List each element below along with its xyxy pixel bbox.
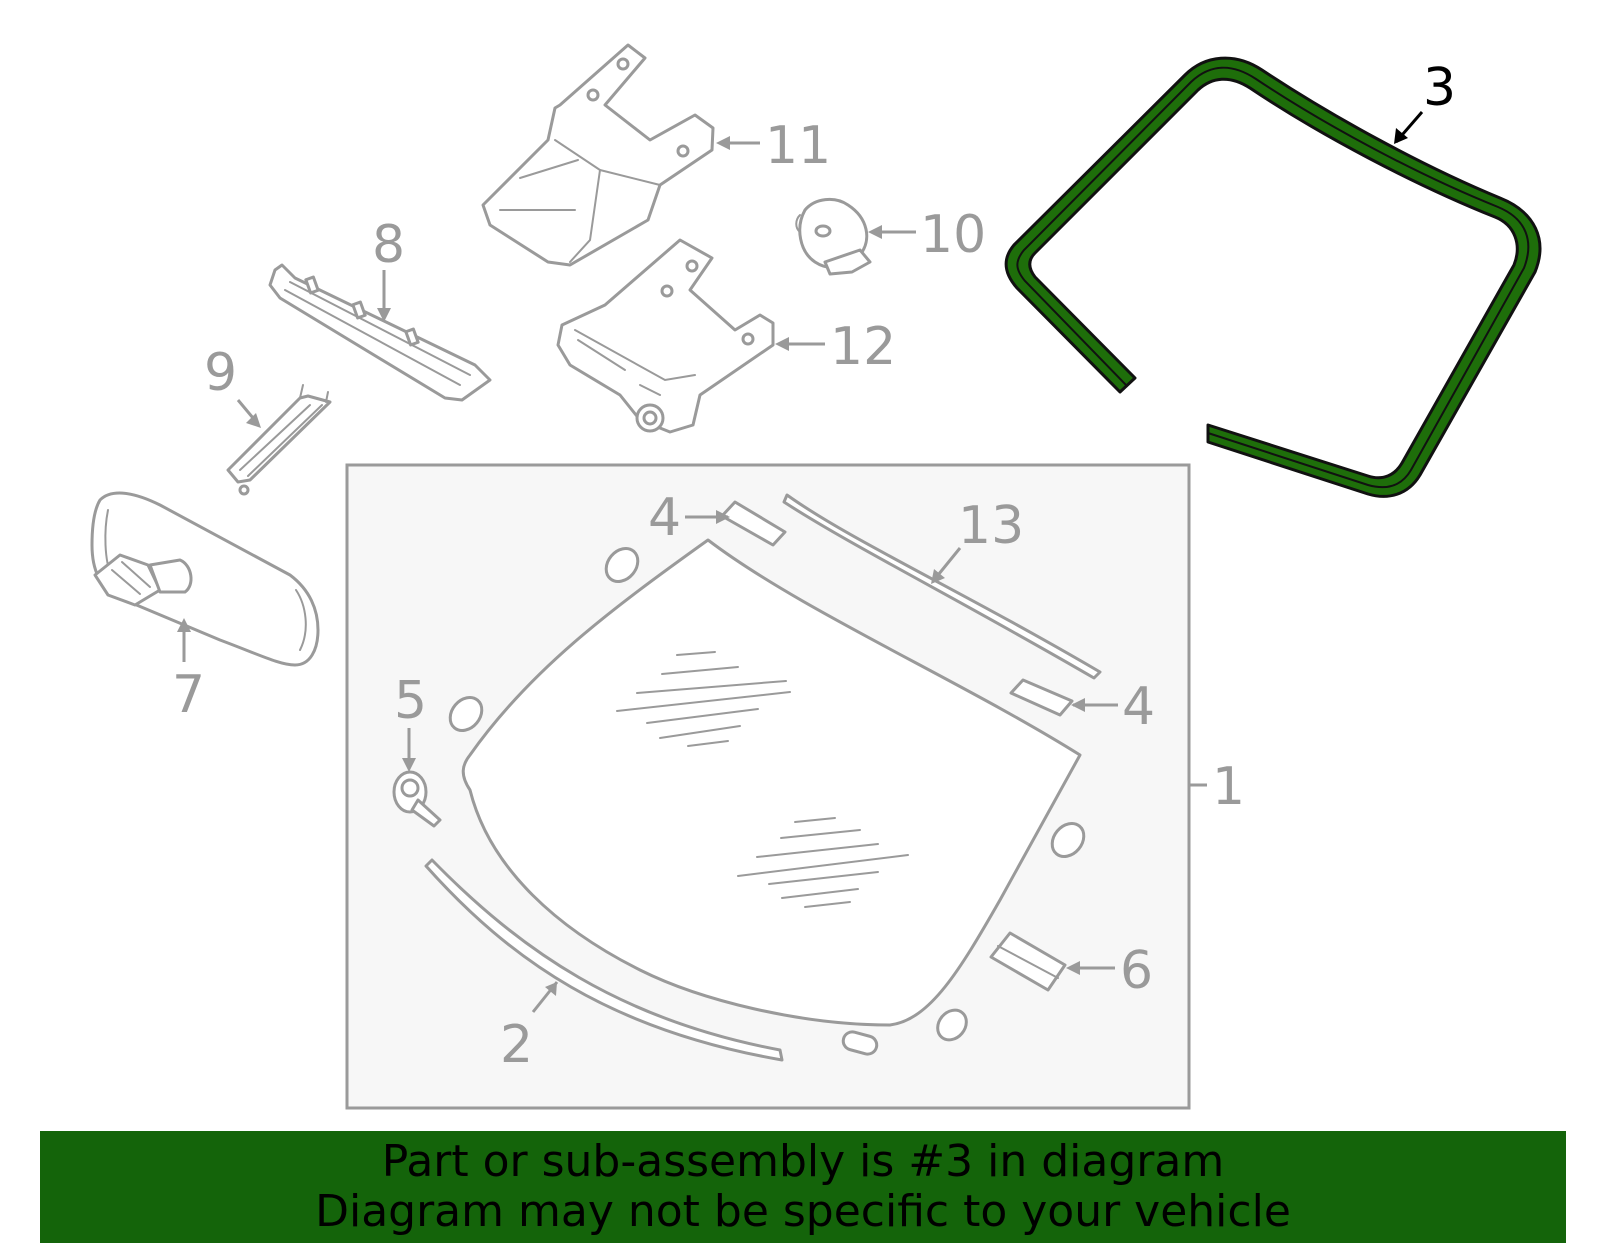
part-4-pad-right [1009,678,1074,717]
callout-4a-label: 4 [648,488,681,548]
callout-2-label: 2 [500,1015,533,1075]
part-5-clip [392,770,442,828]
callout-7-label: 7 [172,665,205,725]
part-13-molding [782,493,1102,680]
callout-5-label: 5 [394,671,427,731]
callout-11: 11 [716,116,831,176]
callout-12: 12 [775,317,896,377]
glass-shading [616,651,909,908]
callout-2: 2 [500,981,559,1075]
part-2-molding [424,858,784,1062]
part-12-camera-bracket [556,238,775,434]
callout-9: 9 [204,343,261,428]
banner-line-2: Diagram may not be specific to your vehi… [315,1186,1291,1237]
callout-10-label: 10 [920,205,986,265]
callout-5: 5 [394,671,427,772]
callout-13: 13 [931,496,1024,584]
callout-4b-label: 4 [1122,677,1155,737]
callout-13-label: 13 [958,496,1024,556]
callout-10: 10 [868,205,986,265]
callout-1-label: 1 [1212,757,1245,817]
callout-4-top: 4 [648,488,730,548]
callout-12-label: 12 [830,317,896,377]
windshield-glass [461,538,1082,1027]
callout-4-right: 4 [1071,677,1155,737]
callout-8-label: 8 [372,215,405,275]
callout-1: 1 [1189,757,1245,817]
part-8-cover [268,263,492,402]
callout-7: 7 [172,618,205,725]
callout-6: 6 [1066,941,1153,1001]
info-banner: Part or sub-assembly is #3 in diagram Di… [40,1131,1566,1243]
part-11-bracket [481,43,715,267]
mounting-holes [448,547,1086,1056]
callout-6-label: 6 [1120,941,1153,1001]
part-9-bracket [226,384,332,496]
part-7-mirror [90,491,320,667]
callout-3: 3 [1394,58,1456,144]
part-3-windshield-seal [1004,56,1542,498]
banner-line-1: Part or sub-assembly is #3 in diagram [381,1136,1225,1187]
part-10-sensor [795,197,872,276]
callout-11-label: 11 [765,116,831,176]
callout-3-label: 3 [1423,58,1456,118]
part-4-pad-top [720,500,787,547]
callout-8: 8 [372,215,405,322]
callout-9-label: 9 [204,343,237,403]
